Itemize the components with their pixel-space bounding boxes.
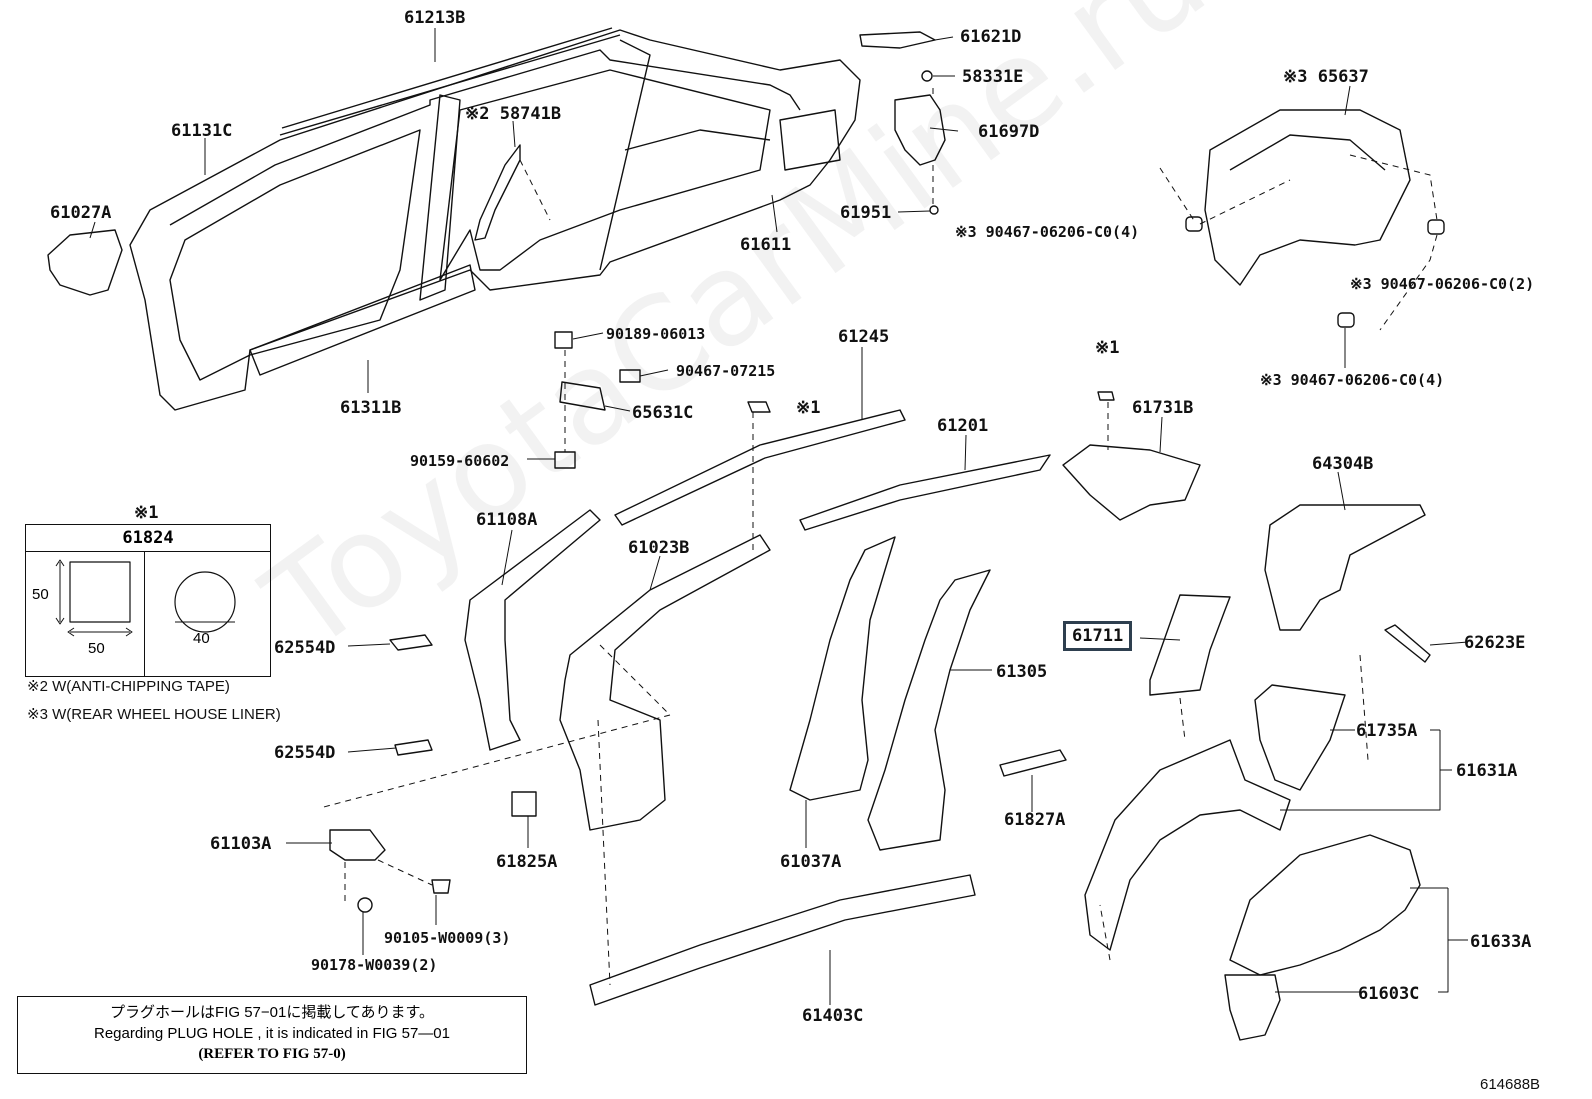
part-label-65637[interactable]: ※3 65637 [1283, 67, 1369, 87]
roof-rail-61245-drawing [614, 409, 906, 526]
rocker-61403C-drawing [589, 874, 976, 1006]
part-61027A-drawing [47, 229, 123, 296]
part-label-62623E[interactable]: 62623E [1464, 633, 1526, 653]
part-label-61621D[interactable]: 61621D [960, 27, 1022, 47]
pillar-61305-drawing [867, 569, 991, 851]
part-label-61311B[interactable]: 61311B [340, 398, 402, 418]
part-64304B-drawing [1264, 504, 1426, 631]
note-anti-chipping-tape: ※2 W(ANTI-CHIPPING TAPE) [27, 678, 230, 695]
part-label-61735A[interactable]: 61735A [1356, 721, 1418, 741]
side-outer-panel-drawing [129, 27, 861, 411]
plug-note-english: Regarding PLUG HOLE , it is indicated in… [93, 1025, 450, 1042]
part-label-61603C[interactable]: 61603C [1358, 984, 1420, 1004]
part-label-61731B[interactable]: 61731B [1132, 398, 1194, 418]
part-label-90189-06013[interactable]: 90189-06013 [606, 325, 706, 343]
part-label-90467-06206-C0-4a[interactable]: ※3 90467-06206-C0(4) [955, 223, 1140, 241]
part-61731B-drawing [1062, 444, 1201, 521]
part-label-61305[interactable]: 61305 [996, 662, 1048, 682]
legend-divider [144, 552, 145, 676]
part-label-61711-highlighted[interactable]: 61711 [1063, 621, 1133, 651]
part-label-61631A[interactable]: 61631A [1456, 761, 1518, 781]
part-label-90467-06206-C0-4b[interactable]: ※3 90467-06206-C0(4) [1260, 371, 1445, 389]
part-61711-drawing [1149, 594, 1231, 696]
part-label-61827A[interactable]: 61827A [1004, 810, 1066, 830]
part-label-61633A[interactable]: 61633A [1470, 932, 1532, 952]
part-label-65631C[interactable]: 65631C [632, 403, 694, 423]
part-label-61213B[interactable]: 61213B [404, 8, 466, 28]
part-label-61037A[interactable]: 61037A [780, 852, 842, 872]
legend-dim-width: 50 [88, 640, 105, 657]
diagram-id: 614688B [1480, 1076, 1541, 1093]
wheel-arch-61631A-drawing [1084, 739, 1291, 951]
reference-mark-1b: ※1 [1095, 338, 1120, 358]
bracket-61103A-drawing [329, 829, 386, 861]
part-label-90178-W0039[interactable]: 90178-W0039(2) [311, 956, 438, 974]
part-label-62554D-lower[interactable]: 62554D [274, 743, 336, 763]
plug-size-legend: 61824 [25, 524, 271, 677]
anti-chipping-tape-drawing [474, 144, 521, 241]
bracket-65631C-drawing [559, 381, 606, 411]
part-61697D-drawing [894, 94, 946, 166]
part-label-61103A[interactable]: 61103A [210, 834, 272, 854]
part-label-61403C[interactable]: 61403C [802, 1006, 864, 1026]
part-58331E-drawing [921, 70, 933, 82]
plug-note-reference-link[interactable]: (REFER TO FIG 57-0) [198, 1046, 346, 1062]
part-label-61201[interactable]: 61201 [937, 416, 989, 436]
legend-part-number[interactable]: 61824 [26, 525, 270, 552]
part-label-90105-W0009[interactable]: 90105-W0009(3) [384, 929, 511, 947]
part-label-58331E[interactable]: 58331E [962, 67, 1024, 87]
part-label-62554D-upper[interactable]: 62554D [274, 638, 336, 658]
part-label-61697D[interactable]: 61697D [978, 122, 1040, 142]
part-label-61611[interactable]: 61611 [740, 235, 792, 255]
part-label-61951[interactable]: 61951 [840, 203, 892, 223]
part-label-61825A[interactable]: 61825A [496, 852, 558, 872]
part-label-61027A[interactable]: 61027A [50, 203, 112, 223]
plug-hole-note-box: プラグホールはFIG 57−01に掲載してあります。 Regarding PLU… [17, 996, 527, 1074]
pillar-61037A-drawing [789, 536, 896, 801]
part-61603C-drawing [1224, 974, 1281, 1041]
part-label-58741B[interactable]: ※2 58741B [465, 104, 562, 124]
plug-note-japanese: プラグホールはFIG 57−01に掲載してあります。 [110, 1004, 434, 1021]
pillar-61023B-drawing [559, 534, 771, 831]
legend-dim-diameter: 40 [193, 630, 210, 647]
wheel-house-liner-drawing [1204, 109, 1411, 286]
legend-dim-height: 50 [32, 586, 49, 603]
note-rear-wheel-house-liner: ※3 W(REAR WHEEL HOUSE LINER) [27, 706, 281, 723]
reference-mark-1a: ※1 [796, 398, 821, 418]
part-label-61108A[interactable]: 61108A [476, 510, 538, 530]
legend-reference-mark: ※1 [134, 503, 159, 523]
part-label-61245[interactable]: 61245 [838, 327, 890, 347]
part-61621D-drawing [859, 31, 936, 49]
part-61735A-drawing [1254, 684, 1346, 791]
wheel-house-61633A-drawing [1229, 834, 1421, 976]
part-label-90467-07215[interactable]: 90467-07215 [676, 362, 776, 380]
part-label-90159-60602[interactable]: 90159-60602 [410, 452, 510, 470]
part-label-61131C[interactable]: 61131C [171, 121, 233, 141]
pillar-61108A-drawing [464, 509, 601, 751]
part-label-90467-06206-C0-2[interactable]: ※3 90467-06206-C0(2) [1350, 275, 1535, 293]
part-label-61023B[interactable]: 61023B [628, 538, 690, 558]
part-label-64304B[interactable]: 64304B [1312, 454, 1374, 474]
part-61201-drawing [799, 454, 1051, 531]
